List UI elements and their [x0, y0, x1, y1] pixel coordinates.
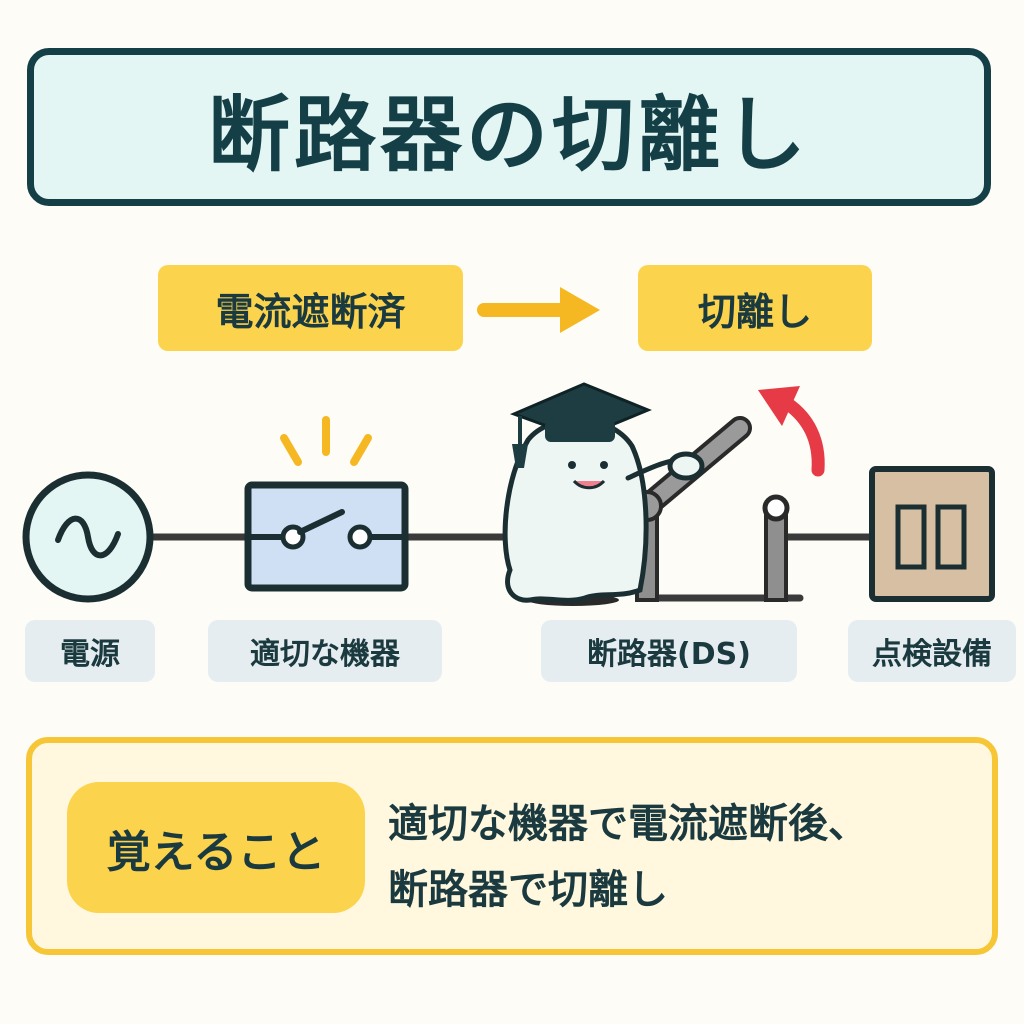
memo-tag: 覚えること	[67, 782, 365, 913]
switch-box-icon	[244, 416, 409, 592]
memo-line-1: 適切な機器で電流遮断後、	[388, 801, 868, 847]
curved-up-arrow-icon	[758, 386, 825, 477]
memo-box: 覚えること 適切な機器で電流遮断後、 断路器で切離し	[26, 737, 998, 955]
graduate-ghost-mascot	[502, 382, 705, 606]
page-title: 断路器の切離し	[207, 87, 810, 183]
ac-source-icon	[22, 471, 154, 603]
flow-step-current-cut: 電流遮断済	[158, 265, 463, 351]
label-appropriate-device: 適切な機器	[208, 620, 442, 682]
label-disconnector: 断路器(DS)	[541, 620, 797, 682]
equipment-panel-icon	[869, 466, 995, 602]
disconnector-switch-icon	[631, 416, 790, 602]
label-inspection-equipment: 点検設備	[848, 620, 1016, 682]
label-power-source: 電源	[25, 620, 155, 682]
right-arrow-icon	[477, 287, 600, 333]
memo-line-2: 断路器で切離し	[388, 867, 668, 913]
title-banner: 断路器の切離し	[27, 48, 991, 206]
flow-step-disconnect: 切離し	[638, 265, 872, 351]
